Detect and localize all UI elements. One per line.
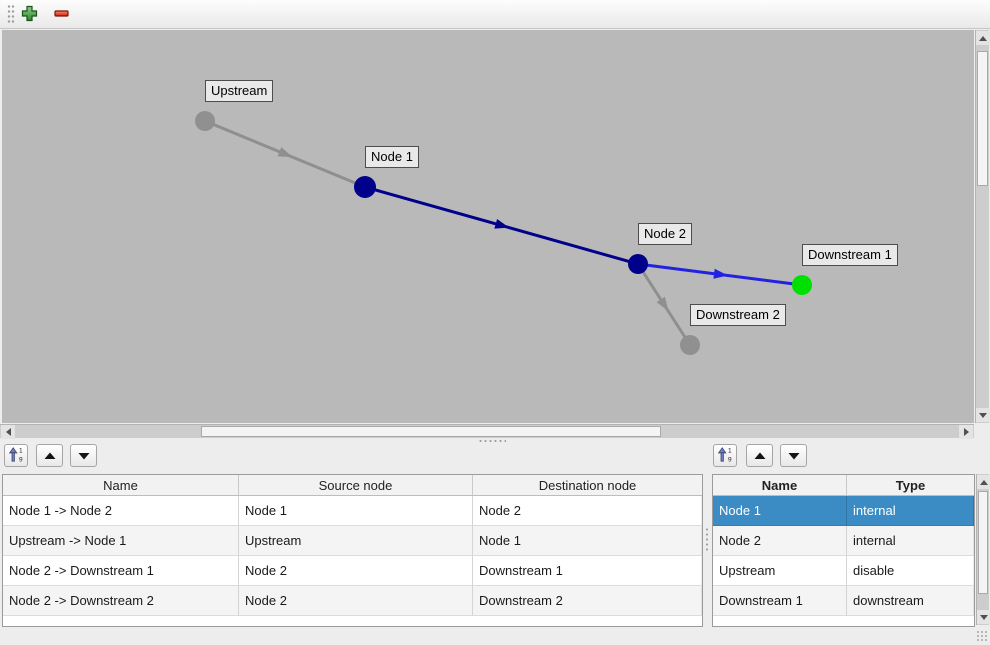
sort-edges-button[interactable]: 1 9 (4, 444, 28, 467)
table-cell: Node 1 (713, 496, 847, 526)
table-cell: Node 2 (239, 556, 473, 586)
vertical-scroll-thumb[interactable] (978, 491, 988, 594)
graph-node[interactable] (354, 176, 376, 198)
minus-icon (52, 4, 71, 26)
nodes-table-scrollbar[interactable] (976, 474, 990, 625)
svg-text:1: 1 (728, 447, 732, 454)
arrow-down-icon (788, 448, 800, 463)
node-label[interactable]: Upstream (205, 80, 274, 102)
table-cell: Downstream 2 (473, 586, 702, 616)
table-cell: Node 1 (473, 526, 702, 556)
main-toolbar (0, 0, 990, 29)
edges-table-header: Name Source node Destination node (3, 475, 702, 496)
column-header-name[interactable]: Name (3, 475, 239, 496)
toolbar-drag-handle[interactable] (7, 4, 15, 25)
table-cell: Node 1 -> Node 2 (3, 496, 239, 526)
arrow-down-icon (78, 448, 90, 463)
sort-ascending-icon: 1 9 (717, 446, 734, 466)
nodes-table-empty-area (713, 616, 974, 626)
table-cell: internal (847, 526, 974, 556)
node-label[interactable]: Node 2 (638, 223, 692, 245)
svg-text:9: 9 (19, 456, 23, 462)
table-cell: Node 2 -> Downstream 2 (3, 586, 239, 616)
table-cell: internal (847, 496, 974, 526)
horizontal-scroll-thumb[interactable] (201, 426, 661, 437)
window-resize-grip[interactable] (976, 630, 988, 642)
edge-arrowhead-icon (656, 296, 669, 312)
vertical-scroll-thumb[interactable] (977, 51, 988, 186)
graph-svg (195, 111, 812, 355)
arrow-up-icon (754, 448, 766, 463)
scroll-right-icon[interactable] (959, 425, 973, 439)
plus-icon (20, 4, 39, 26)
table-cell: Node 2 (473, 496, 702, 526)
node-label[interactable]: Node 1 (365, 146, 419, 168)
table-cell: Node 2 (713, 526, 847, 556)
arrow-up-icon (44, 448, 56, 463)
edge-arrowhead-icon (713, 268, 728, 279)
canvas-horizontal-scrollbar[interactable] (0, 424, 974, 439)
table-cell: Node 2 (239, 586, 473, 616)
table-cell: Downstream 1 (473, 556, 702, 586)
canvas-vertical-scrollbar[interactable] (975, 30, 990, 423)
column-header-source-node[interactable]: Source node (239, 475, 473, 496)
node-label[interactable]: Downstream 2 (690, 304, 786, 326)
sort-ascending-icon: 1 9 (8, 446, 25, 466)
column-header-name[interactable]: Name (713, 475, 847, 496)
edges-table-empty-area (3, 616, 702, 626)
move-node-down-button[interactable] (780, 444, 807, 467)
table-cell: Downstream 1 (713, 586, 847, 616)
graph-node[interactable] (792, 275, 812, 295)
table-cell: Node 2 -> Downstream 1 (3, 556, 239, 586)
scroll-up-icon[interactable] (976, 31, 990, 45)
nodes-table-header: Name Type (713, 475, 974, 496)
move-edge-down-button[interactable] (70, 444, 97, 467)
table-cell: Node 1 (239, 496, 473, 526)
table-cell: disable (847, 556, 974, 586)
column-header-type[interactable]: Type (847, 475, 974, 496)
add-node-button[interactable] (18, 4, 40, 26)
table-cell: Upstream -> Node 1 (3, 526, 239, 556)
scroll-down-icon[interactable] (977, 610, 990, 624)
remove-node-button[interactable] (50, 4, 72, 26)
table-cell: Upstream (713, 556, 847, 586)
column-header-destination-node[interactable]: Destination node (473, 475, 702, 496)
horizontal-splitter-handle[interactable] (478, 439, 506, 443)
graph-node[interactable] (195, 111, 215, 131)
scroll-down-icon[interactable] (976, 408, 990, 422)
graph-node[interactable] (628, 254, 648, 274)
svg-text:9: 9 (728, 456, 732, 462)
move-edge-up-button[interactable] (36, 444, 63, 467)
table-cell: Upstream (239, 526, 473, 556)
edge-arrowhead-icon (494, 219, 510, 229)
vertical-splitter-handle[interactable] (705, 527, 709, 553)
edge-arrowhead-icon (277, 147, 293, 158)
move-node-up-button[interactable] (746, 444, 773, 467)
node-label[interactable]: Downstream 1 (802, 244, 898, 266)
sort-nodes-button[interactable]: 1 9 (713, 444, 737, 467)
edges-table: Name Source node Destination node Node 1… (2, 474, 703, 627)
scroll-up-icon[interactable] (977, 475, 990, 489)
svg-text:1: 1 (19, 447, 23, 454)
scroll-left-icon[interactable] (1, 425, 15, 439)
graph-node[interactable] (680, 335, 700, 355)
table-cell: downstream (847, 586, 974, 616)
